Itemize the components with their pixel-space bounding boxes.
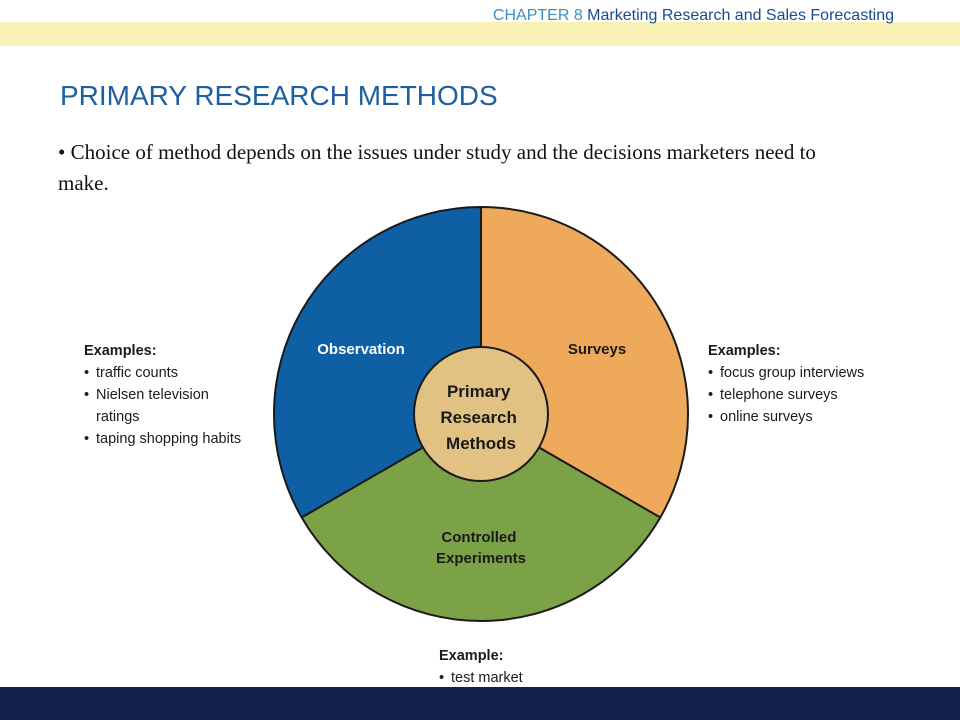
chapter-label: CHAPTER 8 [492, 7, 583, 24]
experiments-segment [300, 413, 662, 622]
surveys-examples-list: focus group interviews telephone surveys… [708, 362, 908, 428]
chapter-title: Marketing Research and Sales Forecasting [587, 7, 894, 24]
list-item: test market [439, 667, 599, 689]
chapter-heading: CHAPTER 8 Marketing Research and Sales F… [493, 7, 894, 25]
experiments-label-line-1: Controlled [441, 529, 516, 546]
list-item: taping shopping habits [84, 428, 244, 450]
surveys-examples-heading: Examples: [708, 343, 781, 359]
experiments-examples-list: test market [439, 667, 599, 689]
center-label-line-1: Primary [447, 382, 511, 401]
center-label-line-3: Methods [446, 434, 516, 453]
surveys-label: Surveys [568, 341, 626, 358]
bullet-text: • Choice of method depends on the issues… [58, 140, 816, 195]
list-item: online surveys [708, 406, 908, 428]
center-circle [413, 346, 549, 482]
surveys-examples: Examples: focus group interviews telepho… [708, 340, 908, 428]
list-item: Nielsen television ratings [84, 384, 244, 428]
header-band [0, 22, 960, 46]
observation-examples: Examples: traffic counts Nielsen televis… [84, 340, 244, 450]
surveys-label-line: Surveys [568, 341, 626, 358]
observation-label-line: Observation [317, 341, 405, 358]
experiments-label-line-2: Experiments [436, 550, 526, 567]
experiments-examples: Example: test market [439, 645, 599, 689]
center-label: Primary Research Methods [440, 382, 521, 453]
observation-examples-list: traffic counts Nielsen television rating… [84, 362, 244, 450]
footer-bar [0, 687, 960, 720]
experiments-examples-heading: Example: [439, 648, 504, 664]
list-item: traffic counts [84, 362, 244, 384]
observation-examples-heading: Examples: [84, 343, 157, 359]
list-item: focus group interviews [708, 362, 908, 384]
experiments-label: Controlled Experiments [436, 529, 526, 567]
observation-label: Observation [317, 341, 405, 358]
center-label-line-2: Research [440, 408, 517, 427]
slide-title: PRIMARY RESEARCH METHODS [60, 80, 498, 111]
list-item: telephone surveys [708, 384, 908, 406]
